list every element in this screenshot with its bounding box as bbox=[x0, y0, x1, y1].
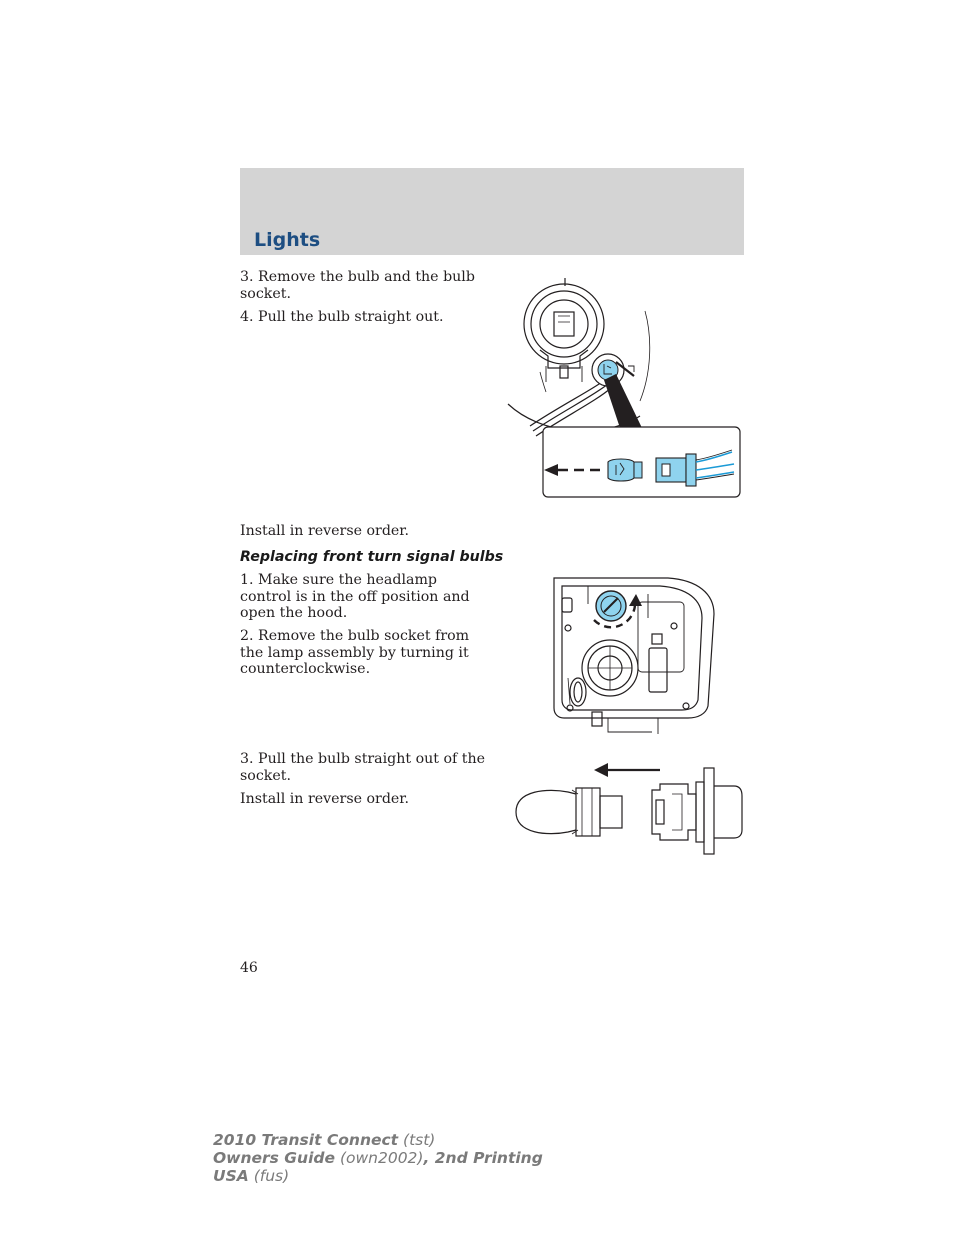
instructions-block-3: 3. Pull the bulb straight out of the soc… bbox=[240, 751, 492, 814]
install-reverse-order-2: Install in reverse order. bbox=[240, 790, 410, 807]
footer-guide: Owners Guide bbox=[213, 1149, 335, 1167]
footer-line-2: Owners Guide (own2002), 2nd Printing bbox=[213, 1149, 543, 1167]
footer-market-code: (fus) bbox=[253, 1167, 290, 1185]
instructions-block-2: 1. Make sure the headlamp control is in … bbox=[240, 572, 492, 684]
headlamp-side-bulb-illustration bbox=[507, 278, 741, 498]
install-note-1: Install in reverse order. bbox=[240, 523, 492, 546]
footer-printing: , 2nd Printing bbox=[423, 1149, 543, 1167]
subsection-heading-front-turn-signal: Replacing front turn signal bulbs bbox=[240, 549, 504, 565]
bulb-removal-illustration bbox=[515, 763, 743, 855]
footer-model: 2010 Transit Connect bbox=[213, 1131, 399, 1149]
instructions-block-1: 3. Remove the bulb and the bulb socket. … bbox=[240, 269, 492, 332]
step-1-headlamp-off: 1. Make sure the headlamp control is in … bbox=[240, 572, 470, 621]
step-4-pull-bulb: 4. Pull the bulb straight out. bbox=[240, 308, 444, 325]
install-reverse-order-1: Install in reverse order. bbox=[240, 523, 410, 539]
turn-signal-lamp-assembly-illustration bbox=[553, 577, 715, 734]
footer-market: USA bbox=[213, 1167, 249, 1185]
footer-model-code: (tst) bbox=[403, 1131, 436, 1149]
footer-guide-code: (own2002) bbox=[339, 1149, 424, 1167]
footer-line-3: USA (fus) bbox=[213, 1167, 543, 1185]
step-3-remove-socket: 3. Remove the bulb and the bulb socket. bbox=[240, 269, 475, 302]
step-3-pull-bulb: 3. Pull the bulb straight out of the soc… bbox=[240, 751, 486, 784]
step-2-remove-socket: 2. Remove the bulb socket from the lamp … bbox=[240, 628, 470, 677]
section-header-band: Lights bbox=[240, 168, 744, 255]
document-footer: 2010 Transit Connect (tst) Owners Guide … bbox=[213, 1131, 543, 1185]
section-title: Lights bbox=[254, 229, 321, 251]
page-number: 46 bbox=[240, 960, 258, 976]
footer-line-1: 2010 Transit Connect (tst) bbox=[213, 1131, 543, 1149]
